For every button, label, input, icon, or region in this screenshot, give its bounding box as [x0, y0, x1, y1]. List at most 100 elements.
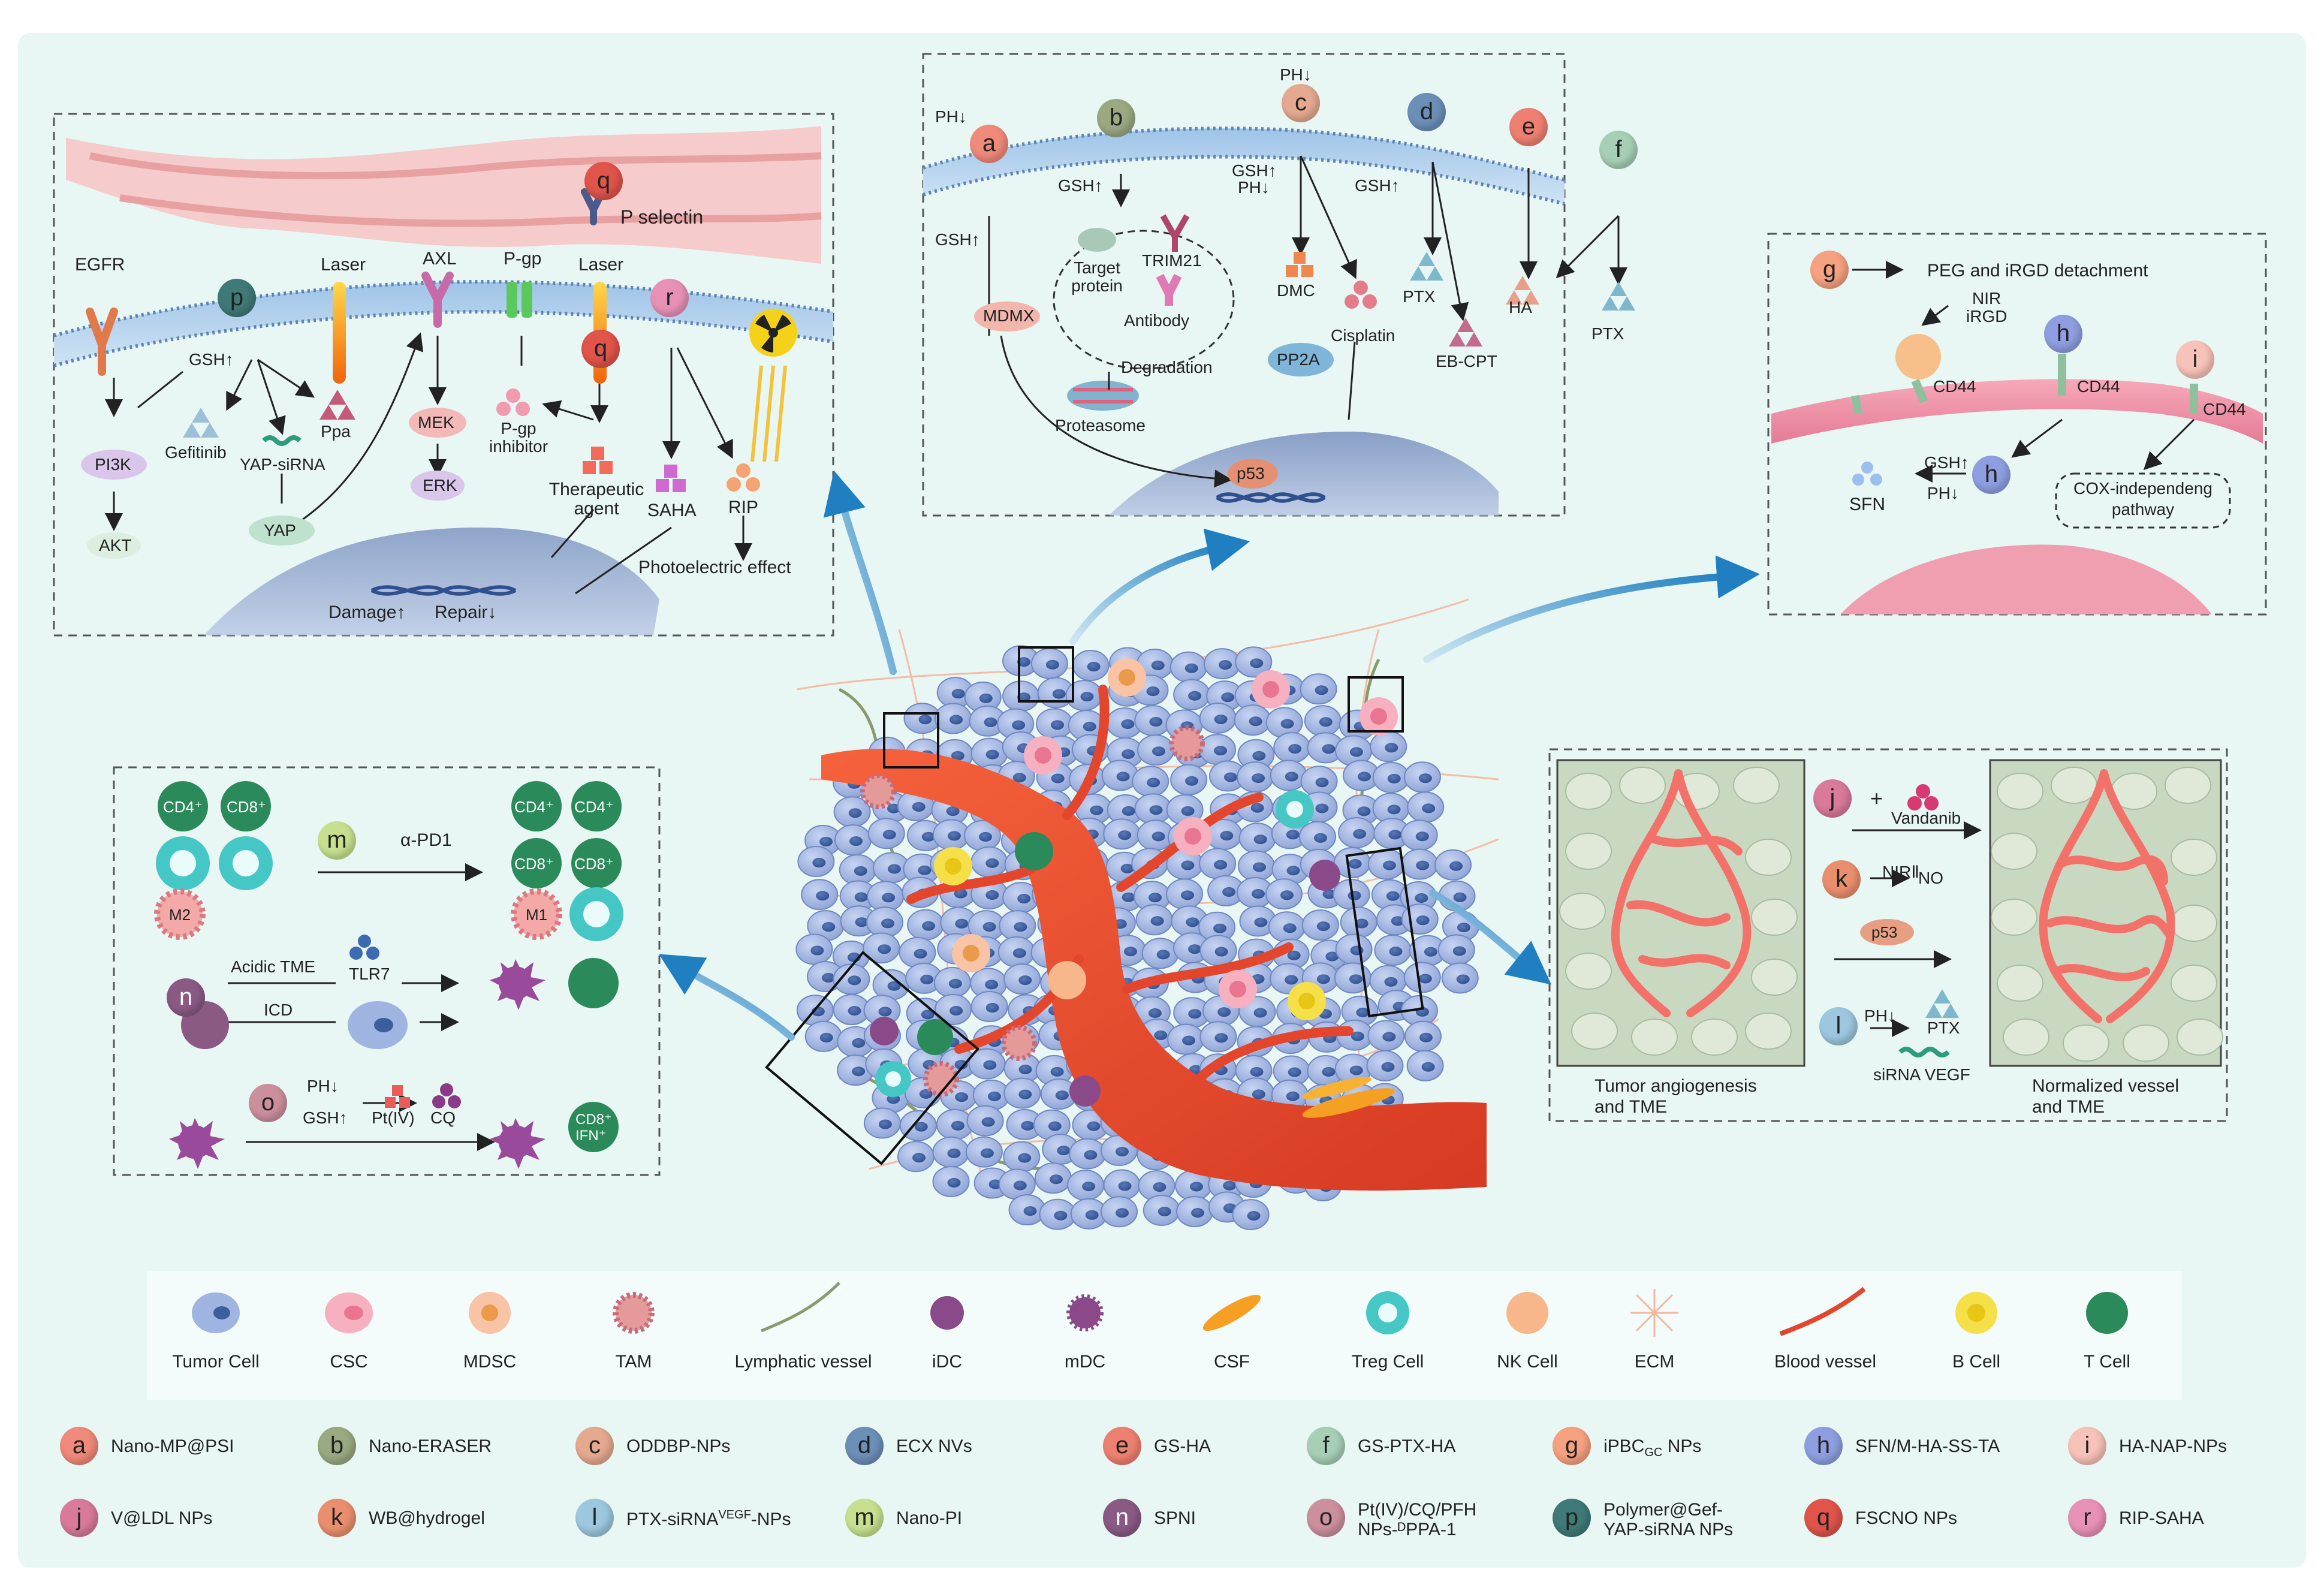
tumor-cell-nucleus: [1415, 831, 1429, 842]
tlr7-label: TLR7: [349, 965, 390, 983]
legend-bulb-n: n: [1103, 1499, 1141, 1537]
legend-label-i: HA-NAP-NPs: [2119, 1436, 2227, 1456]
normalized-vessel-label-1: Normalized vessel: [2032, 1076, 2180, 1096]
tumor-cell-nucleus: [1085, 1210, 1099, 1220]
laser-label-2: Laser: [578, 255, 624, 275]
legend-label-p: Polymer@Gef-YAP-siRNA NPs: [1603, 1500, 1734, 1539]
tumor-cell-nucleus: [812, 858, 826, 868]
proteasome-label: Proteasome: [1055, 416, 1146, 435]
tumor-cell-nucleus: [1386, 891, 1400, 901]
tumor-cell-nucleus: [1349, 974, 1363, 984]
tumor-cell-cluster: [795, 645, 1479, 1231]
ptx-label-2: PTX: [1591, 324, 1624, 343]
tumor-cell-nucleus: [983, 1060, 997, 1070]
tumor-cell-nucleus: [1217, 1007, 1231, 1017]
tumor-cell-nucleus: [1418, 974, 1432, 984]
tumor-cell-nucleus: [1214, 947, 1228, 957]
tumor-cell-nucleus: [1319, 717, 1333, 727]
tumor-cell-nucleus: [1253, 1008, 1267, 1018]
ph-down-c: PH↓: [1280, 65, 1312, 84]
tumor-cell-nucleus: [1415, 893, 1428, 903]
tumor-cell-nucleus: [1224, 772, 1238, 782]
tumor-cell-nucleus: [1051, 773, 1065, 784]
tumor-cell-nucleus: [1146, 686, 1160, 697]
legend-bulb-l: l: [575, 1499, 614, 1537]
bulb-r: r: [650, 279, 689, 317]
ph-down-a: PH↓: [935, 107, 967, 126]
tumor-cell-nucleus: [1422, 803, 1436, 813]
cd4-label-l: CD4⁺: [163, 798, 203, 816]
tumor-cell-nucleus: [1381, 1062, 1395, 1072]
bulb-c: c: [1282, 84, 1320, 122]
tumor-cell-nucleus: [979, 831, 993, 842]
tumor-cell-nucleus: [1456, 974, 1470, 984]
tumor-cell-nucleus: [1122, 749, 1135, 759]
tumor-cell-nucleus: [810, 945, 824, 956]
alpha-pd1-label: α-PD1: [400, 830, 452, 850]
bulb-o: o: [249, 1084, 287, 1122]
tumor-cell-nucleus: [1181, 890, 1195, 900]
tumor-cell-nucleus: [1251, 888, 1265, 899]
tumor-cell-nucleus: [1356, 1007, 1370, 1017]
tumor-cell-nucleus: [1188, 944, 1202, 954]
legend-csc-label: CSC: [330, 1352, 368, 1372]
tumor-cell-nucleus: [1087, 662, 1101, 672]
tumor-cell-nucleus: [1285, 772, 1298, 782]
tumor-cell-nucleus: [1250, 1067, 1264, 1077]
tumor-cell-nucleus: [1147, 778, 1161, 788]
tumor-cell-nucleus: [878, 1007, 892, 1017]
tumor-cell-nucleus: [887, 803, 901, 813]
tumor-cell-nucleus: [1045, 659, 1059, 670]
p-selectin-label: P selectin: [620, 206, 704, 228]
tumor-cell-nucleus: [1385, 743, 1398, 753]
bulb-k: k: [1822, 860, 1861, 899]
photoelectric-label: Photoelectric effect: [638, 558, 791, 577]
legend-label-h: SFN/M-HA-SS-TA: [1855, 1436, 2000, 1456]
tumor-cell-nucleus: [1285, 975, 1298, 985]
tumor-cell-nucleus: [1384, 977, 1398, 987]
tumor-cell-nucleus: [1116, 772, 1130, 782]
blood-vessel: [821, 749, 1487, 1191]
cell-legend-icons: [192, 1282, 2128, 1337]
tumor-cell-nucleus: [1253, 834, 1267, 845]
tumor-cell-nucleus: [1214, 1033, 1228, 1043]
tumor-cell-nucleus: [1017, 657, 1031, 667]
tumor-cell-nucleus: [985, 890, 999, 900]
legend-bulb-e: e: [1103, 1427, 1141, 1465]
tumor-cell-nucleus: [1449, 861, 1463, 871]
tumor-cell-nucleus: [1184, 663, 1198, 673]
tumor-cell-nucleus: [1153, 1182, 1166, 1192]
pgp-inhibitor-label-1: P-gp: [501, 419, 536, 438]
tumor-cell-nucleus: [1190, 1182, 1204, 1192]
tumor-cell-nucleus: [1149, 717, 1163, 727]
legend-label-n: SPNI: [1154, 1508, 1196, 1528]
bulb-h: h: [2044, 315, 2082, 353]
tumor-cell-nucleus: [912, 801, 926, 812]
mdmx-label: MDMX: [983, 306, 1035, 325]
tumor-cell-nucleus: [1388, 830, 1402, 840]
tumor-cell-nucleus: [1250, 658, 1264, 668]
gsh-up-b: GSH↑: [1058, 176, 1103, 195]
gsh-up-c: GSH↑: [1232, 161, 1277, 180]
tumor-cell-nucleus: [1018, 1089, 1032, 1099]
tumor-cell-nucleus: [918, 865, 932, 875]
tumor-cell-nucleus: [816, 891, 830, 901]
tumor-cell-nucleus: [1213, 923, 1227, 933]
tumor-cell-nucleus: [1118, 830, 1132, 840]
tumor-cell-nucleus: [1389, 947, 1403, 957]
ptx-label: PTX: [1403, 287, 1436, 306]
cox-label-1: COX-independeng: [2073, 479, 2213, 498]
tumor-cell-nucleus: [1156, 950, 1170, 960]
tumor-cell-nucleus: [1012, 773, 1026, 783]
normalized-vessels: [2039, 769, 2175, 1023]
bulb-q: q: [584, 162, 623, 200]
eb-cpt-label: EB-CPT: [1436, 352, 1497, 370]
tumor-cell-nucleus: [1191, 1208, 1205, 1218]
tumor-cell-nucleus: [1185, 776, 1199, 786]
legend-bulb-a: a: [60, 1427, 98, 1465]
tumor-cell-nucleus: [1049, 1174, 1063, 1185]
tumor-cell-nucleus: [1057, 1146, 1071, 1156]
tumor-cell-nucleus: [985, 858, 999, 868]
tumor-cell-nucleus: [1314, 833, 1328, 843]
